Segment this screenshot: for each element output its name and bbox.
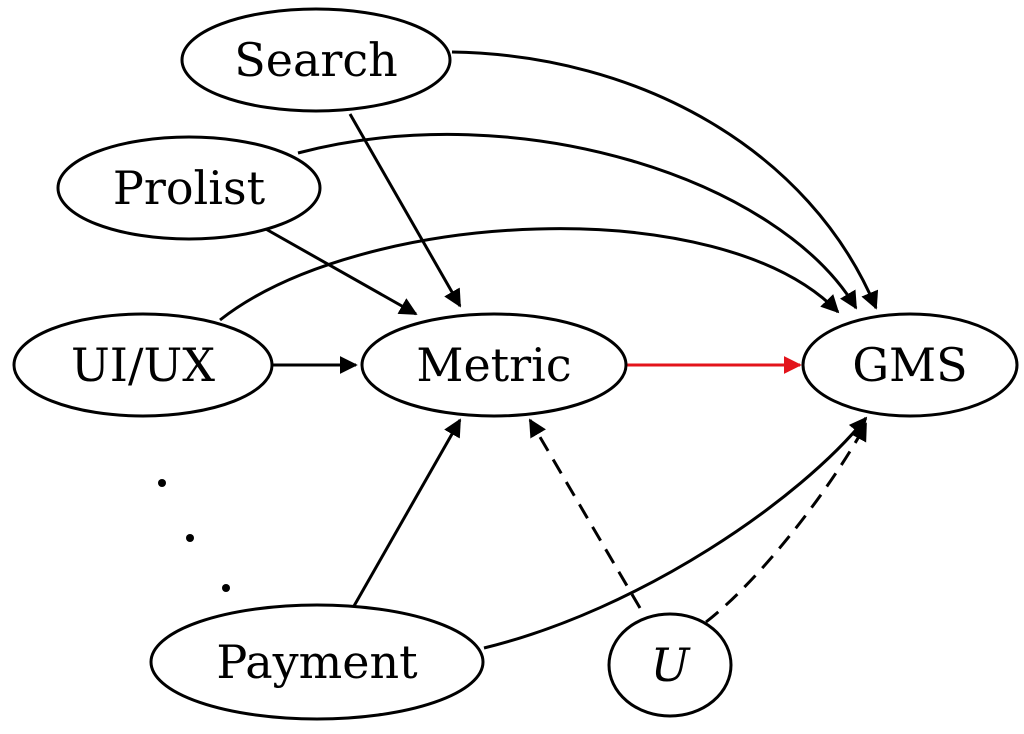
node-metric-shape (360, 312, 628, 418)
node-uiux: UI/UX (12, 312, 274, 418)
edge-u-to-metric (528, 418, 642, 609)
node-payment: Payment (149, 603, 485, 721)
node-payment-shape (149, 603, 485, 721)
node-gms-label: GMS (852, 338, 967, 392)
node-prolist: Prolist (56, 135, 322, 241)
edge-payment-to-gms (483, 416, 868, 650)
node-gms-shape (801, 312, 1019, 418)
ellipsis-dot-2 (186, 534, 194, 542)
edge-uiux-to-gms (219, 227, 840, 322)
node-uiux-label: UI/UX (71, 338, 215, 392)
node-prolist-shape (56, 135, 322, 241)
ellipsis-dot-1 (158, 479, 166, 487)
node-u: U (607, 612, 733, 718)
node-gms: GMS (801, 312, 1019, 418)
node-u-shape (607, 612, 733, 718)
node-search-label: Search (234, 33, 398, 87)
edge-u-to-gms (705, 422, 868, 624)
node-payment-label: Payment (216, 635, 418, 689)
edge-search-to-gms (451, 50, 879, 310)
node-prolist-label: Prolist (113, 161, 266, 215)
ellipsis-dot-3 (222, 584, 230, 592)
node-metric-label: Metric (416, 338, 571, 392)
edge-prolist-to-gms (297, 132, 858, 310)
edge-search-to-metric (348, 113, 462, 308)
node-u-label: U (651, 638, 692, 692)
node-search: Search (180, 7, 452, 113)
edge-payment-to-metric (352, 418, 462, 607)
node-search-shape (180, 7, 452, 113)
edge-prolist-to-metric (263, 226, 418, 316)
node-uiux-shape (12, 312, 274, 418)
node-metric: Metric (360, 312, 628, 418)
